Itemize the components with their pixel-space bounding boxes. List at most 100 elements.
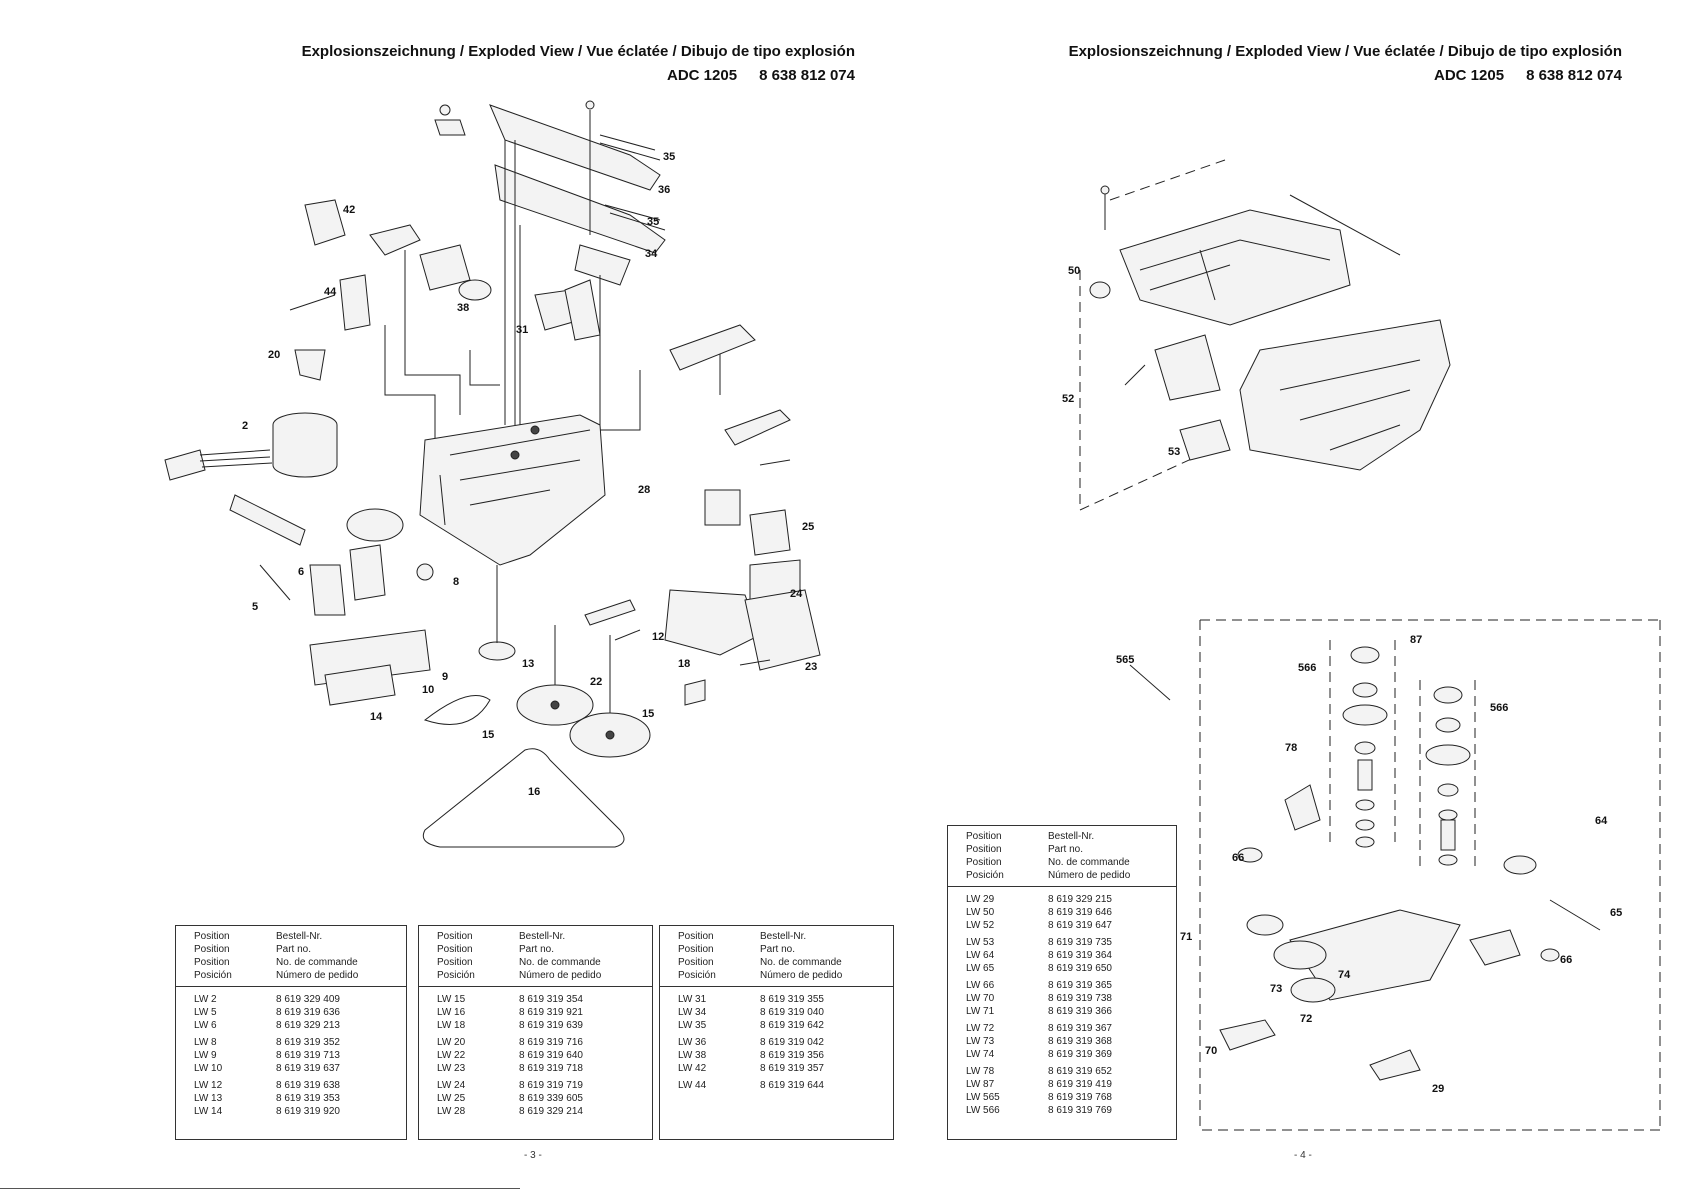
part-20 [294, 349, 326, 381]
part-number-cell: 8 619 319 366 [1048, 1006, 1112, 1017]
bracket-right [1469, 929, 1521, 966]
main-chassis [419, 414, 606, 566]
position-cell: LW 13 [194, 1093, 223, 1104]
belt-14 [423, 695, 491, 725]
gear-66-right [1540, 948, 1560, 962]
motor-body [272, 425, 338, 478]
bracket-15 [684, 679, 706, 706]
callout-36: 36 [658, 184, 670, 196]
header-number-label: Bestell-Nr. [276, 931, 323, 942]
header-number-label: No. de commande [760, 957, 842, 968]
part-number-cell: 8 619 319 735 [1048, 937, 1112, 948]
slider-plate-upper [489, 104, 661, 191]
position-cell: LW 2 [194, 994, 217, 1005]
gear-72 [1290, 977, 1336, 1003]
position-cell: LW 9 [194, 1050, 217, 1061]
header-position-label: Position [678, 944, 714, 955]
callout-566b: 566 [1490, 702, 1508, 714]
left-page-title: Explosionszeichnung / Exploded View / Vu… [301, 43, 855, 60]
callout-22: 18 [678, 658, 690, 670]
frame-23 [744, 589, 821, 671]
header-position-label: Posición [678, 970, 716, 981]
part-number-cell: 8 619 319 719 [519, 1080, 583, 1091]
lower-chassis-details [1279, 359, 1421, 451]
position-cell: LW 10 [194, 1063, 223, 1074]
guide-lines-stepped [384, 250, 641, 445]
spring-22 [739, 659, 771, 666]
callout-5: 5 [252, 601, 258, 613]
arm-78 [1284, 784, 1321, 831]
position-cell: LW 64 [966, 950, 995, 961]
spring-5 [259, 564, 291, 601]
position-cell: LW 78 [966, 1066, 995, 1077]
position-cell: LW 42 [678, 1063, 707, 1074]
flywheel-15a-hub [550, 700, 560, 710]
callout-15b: 15 [642, 708, 654, 720]
header-position-label: Posición [194, 970, 232, 981]
position-cell: LW 44 [678, 1080, 707, 1091]
part-number-cell: 8 619 319 637 [276, 1063, 340, 1074]
position-cell: LW 25 [437, 1093, 466, 1104]
part-44 [339, 274, 371, 331]
position-cell: LW 8 [194, 1037, 217, 1048]
pin-right [759, 459, 791, 466]
callout-66b: 66 [1560, 954, 1572, 966]
left-page-header: Explosionszeichnung / Exploded View / Vu… [150, 40, 855, 88]
header-number-label: Part no. [276, 944, 312, 955]
right-top-exploded-view-drawing: 50 52 53 [1062, 159, 1451, 511]
callouts-left: 35 36 35 34 42 44 38 31 20 2 28 25 24 23… [242, 151, 817, 798]
callout-8: 8 [453, 576, 459, 588]
position-cell: LW 70 [966, 993, 995, 1004]
part-number-cell: 8 619 319 356 [760, 1050, 824, 1061]
gear-64 [1503, 855, 1537, 875]
callout-73: 73 [1270, 983, 1282, 995]
spring-52 [1124, 364, 1146, 386]
header-number-label: Part no. [760, 944, 796, 955]
header-number-label: Número de pedido [519, 970, 602, 981]
position-cell: LW 18 [437, 1020, 466, 1031]
right-page-title: Explosionszeichnung / Exploded View / Vu… [1068, 43, 1622, 60]
header-number-label: Número de pedido [760, 970, 843, 981]
spindle-left-guides [1329, 640, 1396, 845]
part-number-cell: 8 619 319 042 [760, 1037, 824, 1048]
spring-lines [599, 134, 666, 231]
callout-53: 53 [1168, 446, 1180, 458]
part-number-cell: 8 619 319 364 [1048, 950, 1112, 961]
part-6 [309, 564, 346, 616]
part-number-cell: 8 619 319 769 [1048, 1105, 1112, 1116]
flywheel-15b-hub [605, 730, 615, 740]
connector-2 [164, 449, 206, 481]
dashed-frame-left [1079, 270, 1201, 511]
spring-18 [614, 629, 641, 641]
position-cell: LW 35 [678, 1020, 707, 1031]
left-page-part-number: 8 638 812 074 [759, 67, 855, 84]
part-number-cell: 8 619 319 365 [1048, 980, 1112, 991]
callout-44: 44 [324, 286, 337, 298]
plate-52-bracket [1154, 334, 1221, 401]
part-number-cell: 8 619 319 352 [276, 1037, 340, 1048]
position-cell: LW 31 [678, 994, 707, 1005]
callout-65: 65 [1610, 907, 1622, 919]
header-number-label: Part no. [1048, 844, 1084, 855]
